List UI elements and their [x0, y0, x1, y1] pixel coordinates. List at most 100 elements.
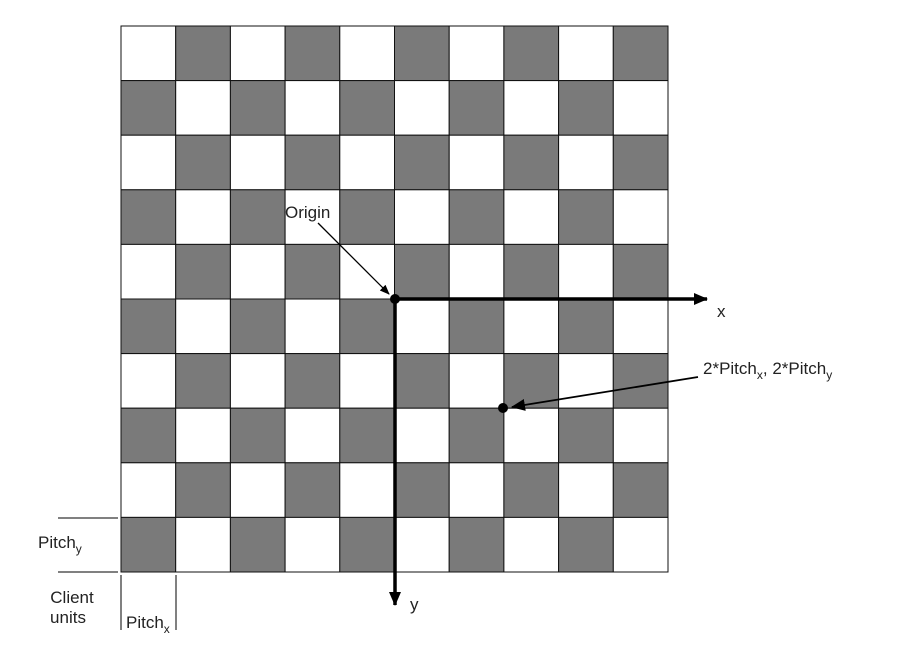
- grid-cell: [339, 407, 395, 464]
- grid-cell: [558, 189, 614, 245]
- grid-cell: [612, 243, 669, 300]
- grid-cell: [394, 516, 450, 573]
- grid-cell: [229, 80, 286, 136]
- grid-cell: [448, 189, 505, 245]
- grid-cell: [448, 407, 505, 464]
- grid-cell: [612, 80, 669, 136]
- pitch-point-pointer-arrow: [511, 376, 699, 411]
- grid-cell: [175, 407, 231, 464]
- grid-cell: [175, 25, 231, 82]
- grid-cell: [612, 407, 669, 464]
- grid-cell: [339, 25, 395, 82]
- grid-cell: [503, 462, 560, 518]
- grid-cell: [229, 298, 286, 355]
- grid-cell: [284, 80, 341, 136]
- pitch-point: [498, 403, 508, 413]
- grid-cell: [558, 298, 614, 355]
- grid-cell: [175, 298, 231, 355]
- grid-cell: [120, 298, 177, 355]
- grid-cell: [558, 407, 614, 464]
- grid-cell: [394, 243, 450, 300]
- grid-cell: [448, 298, 505, 355]
- x-axis-label: x: [717, 302, 726, 321]
- grid-cell: [339, 298, 395, 355]
- grid-cell: [284, 243, 341, 300]
- grid-cell: [558, 25, 614, 82]
- grid-cell: [503, 134, 560, 191]
- grid-cell: [284, 25, 341, 82]
- grid-cell: [558, 243, 614, 300]
- grid-cell: [120, 134, 177, 191]
- grid-cell: [448, 462, 505, 518]
- origin-label: Origin: [285, 203, 330, 222]
- grid-cell: [503, 243, 560, 300]
- grid-cell: [339, 80, 395, 136]
- grid-cell: [120, 25, 177, 82]
- grid-cell: [394, 407, 450, 464]
- grid-cell: [175, 462, 231, 518]
- grid-cell: [612, 462, 669, 518]
- grid-cell: [394, 80, 450, 136]
- grid-cell: [175, 243, 231, 300]
- grid-cell: [448, 516, 505, 573]
- grid-cell: [394, 134, 450, 191]
- grid-cell: [394, 25, 450, 82]
- grid-cell: [284, 516, 341, 573]
- grid-cell: [503, 25, 560, 82]
- grid-cell: [612, 516, 669, 573]
- grid-cell: [394, 353, 450, 409]
- grid-cell: [284, 353, 341, 409]
- client-units-label-line1: Client: [50, 588, 94, 607]
- grid-cell: [612, 25, 669, 82]
- pitch-x-label: Pitchx: [126, 613, 170, 636]
- grid-cell: [612, 189, 669, 245]
- grid-cell: [120, 353, 177, 409]
- pitch-dimension-lines: [58, 517, 177, 630]
- grid-cell: [120, 80, 177, 136]
- grid-cell: [558, 516, 614, 573]
- grid-cell: [339, 134, 395, 191]
- grid-cell: [229, 516, 286, 573]
- pitch-y-label: Pitchy: [38, 533, 82, 556]
- grid-cell: [503, 407, 560, 464]
- grid-cell: [120, 462, 177, 518]
- grid-cell: [612, 353, 669, 409]
- grid-cell: [284, 298, 341, 355]
- grid-cell: [175, 189, 231, 245]
- grid-cell: [394, 462, 450, 518]
- y-axis-label: y: [410, 595, 419, 614]
- grid-cell: [503, 298, 560, 355]
- grid-cell: [284, 134, 341, 191]
- grid-cell: [503, 189, 560, 245]
- grid-cell: [612, 134, 669, 191]
- grid-cell: [175, 134, 231, 191]
- grid-cell: [448, 243, 505, 300]
- grid-cell: [175, 353, 231, 409]
- grid-cell: [394, 298, 450, 355]
- origin-pointer-arrow: [317, 222, 390, 295]
- grid-cell: [339, 462, 395, 518]
- grid-cell: [394, 189, 450, 245]
- origin-point: [390, 294, 400, 304]
- grid-cell: [558, 353, 614, 409]
- grid-cell: [339, 189, 395, 245]
- grid-cell: [448, 25, 505, 82]
- grid-cell: [175, 516, 231, 573]
- grid-cell: [120, 243, 177, 300]
- client-units-label-line2: units: [50, 608, 86, 627]
- grid-cell: [448, 353, 505, 409]
- grid-cell: [339, 353, 395, 409]
- grid-cell: [284, 407, 341, 464]
- grid-cell: [229, 134, 286, 191]
- grid-cell: [558, 80, 614, 136]
- grid-cell: [229, 189, 286, 245]
- grid-cell: [120, 407, 177, 464]
- grid-cell: [558, 134, 614, 191]
- grid-cell: [229, 25, 286, 82]
- grid-cell: [448, 134, 505, 191]
- grid-cell: [229, 462, 286, 518]
- grid-cell: [120, 189, 177, 245]
- grid-cell: [503, 80, 560, 136]
